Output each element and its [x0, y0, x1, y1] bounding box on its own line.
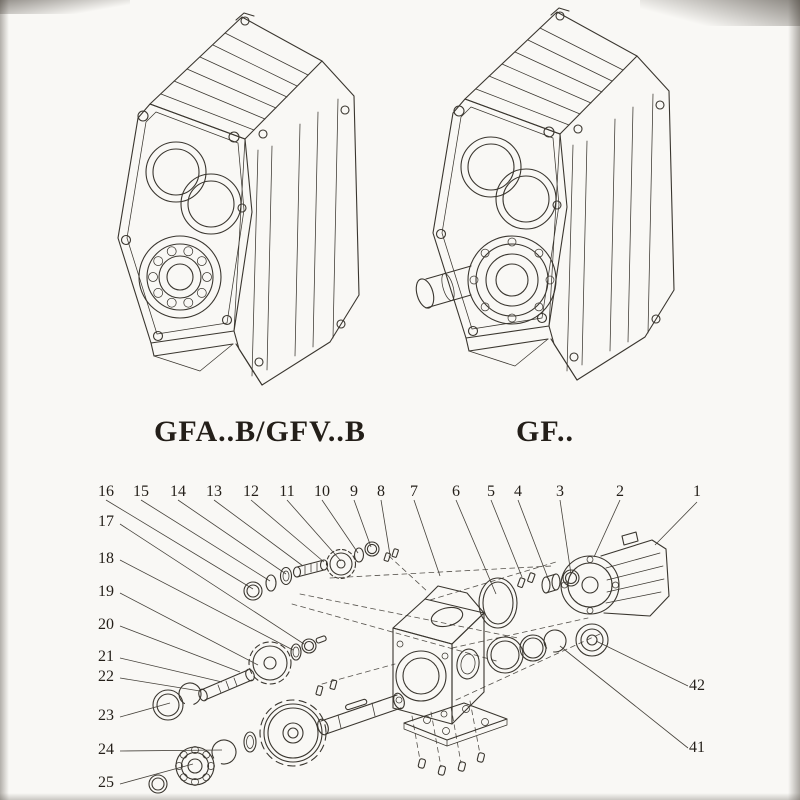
part-number-9: 9: [350, 483, 358, 500]
part-number-1: 1: [693, 483, 701, 500]
exploded-assembly-drawing: [149, 532, 669, 793]
input-shaft-cluster: [244, 542, 399, 600]
part-number-24: 24: [98, 741, 114, 758]
left-gearbox-drawing: [118, 13, 359, 385]
side-panel-lines: [252, 99, 338, 376]
part-number-6: 6: [452, 483, 460, 500]
right-gearbox-drawing: [413, 8, 674, 380]
flange-bolt-holes: [470, 238, 554, 322]
mounting-plate: [404, 703, 507, 776]
part-number-14: 14: [170, 483, 186, 500]
part-number-23: 23: [98, 707, 114, 724]
intermediate-shaft-cluster: [153, 635, 327, 720]
gasket-ring: [479, 578, 517, 628]
bearing-rollers: [149, 247, 212, 307]
part-number-12: 12: [243, 483, 259, 500]
small-fasteners: [517, 570, 579, 593]
part-number-16: 16: [98, 483, 114, 500]
part-number-7: 7: [410, 483, 418, 500]
part-number-2: 2: [616, 483, 624, 500]
part-number-22: 22: [98, 668, 114, 685]
output-shaft: [413, 266, 471, 310]
part-number-21: 21: [98, 648, 114, 665]
part-number-15: 15: [133, 483, 149, 500]
part-number-41: 41: [689, 739, 705, 756]
cooling-ribs: [161, 33, 308, 130]
part-number-20: 20: [98, 616, 114, 633]
motor-adapter: [561, 532, 669, 616]
part-number-13: 13: [206, 483, 222, 500]
part-number-11: 11: [279, 483, 295, 500]
model-label-gf: GF..: [516, 415, 574, 448]
model-label-gfa-gfv: GFA..B/GFV..B: [154, 415, 366, 448]
gear-housing: [393, 586, 484, 724]
part-number-17: 17: [98, 513, 114, 530]
part-number-5: 5: [487, 483, 495, 500]
part-number-18: 18: [98, 550, 114, 567]
part-number-42: 42: [689, 677, 705, 694]
part-number-10: 10: [314, 483, 330, 500]
part-number-4: 4: [514, 483, 522, 500]
cooling-ribs: [476, 28, 623, 125]
part-number-3: 3: [556, 483, 564, 500]
output-rings-bearing: [487, 624, 608, 673]
assembly-axis-lines: [292, 556, 600, 767]
part-number-19: 19: [98, 583, 114, 600]
part-number-25: 25: [98, 774, 114, 791]
output-shaft-cluster: [149, 680, 406, 793]
leader-lines: [106, 500, 697, 784]
side-panel-lines: [567, 94, 653, 371]
part-number-8: 8: [377, 483, 385, 500]
